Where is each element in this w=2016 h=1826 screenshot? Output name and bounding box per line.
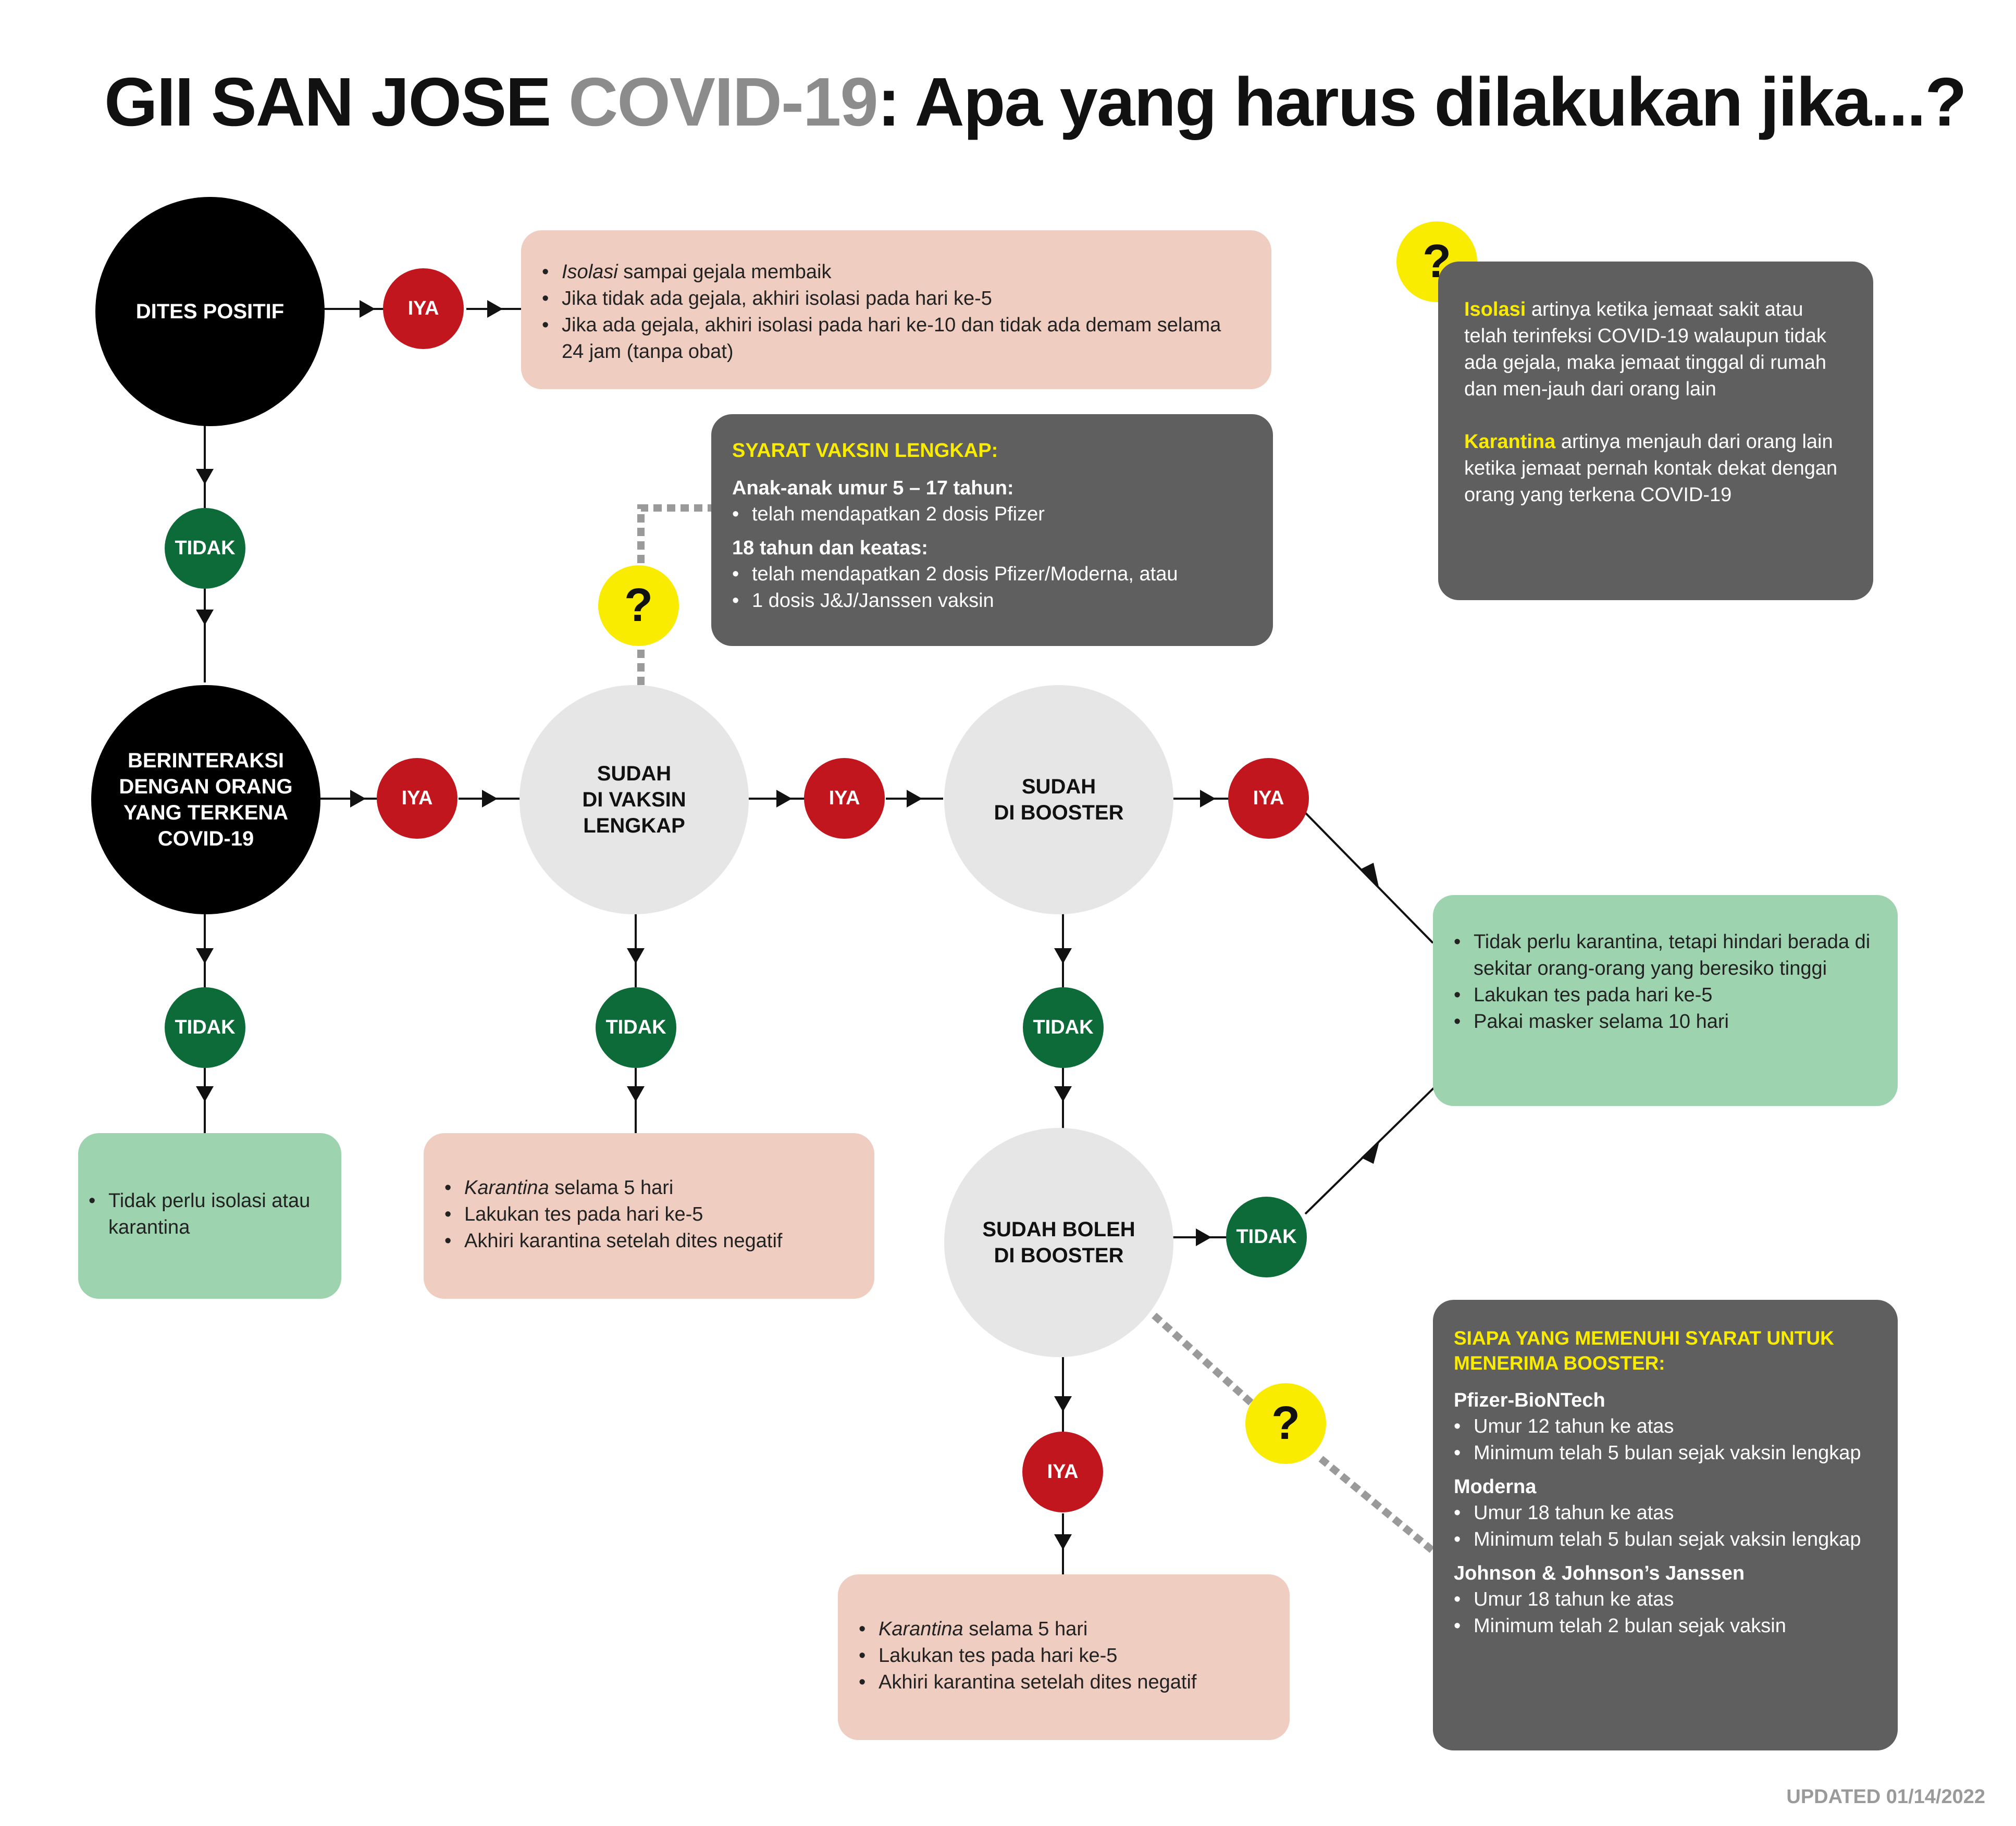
vaccine-group-list: telah mendapatkan 2 dosis Pfizer [732, 501, 1252, 528]
arrowhead [1196, 1228, 1211, 1246]
arrowhead [360, 300, 375, 318]
box-vaccine-requirements: SYARAT VAKSIN LENGKAP: Anak-anak umur 5 … [711, 414, 1273, 646]
title-part-1: GII SAN JOSE [104, 64, 568, 140]
no-badge: TIDAK [596, 987, 676, 1068]
no-isolation-list: Tidak perlu isolasi atau karantina [89, 1188, 320, 1241]
no-quarantine-list: Tidak perlu karantina, tetapi hindari be… [1454, 929, 1877, 1035]
arrowhead [196, 948, 214, 964]
no-badge: TIDAK [1226, 1197, 1307, 1277]
list-item: Akhiri karantina setelah dites negatif [859, 1669, 1274, 1696]
list-item: Tidak perlu karantina, tetapi hindari be… [1454, 929, 1877, 982]
no-badge: TIDAK [165, 508, 245, 589]
box-no-quarantine: Tidak perlu karantina, tetapi hindari be… [1433, 895, 1898, 1106]
list-item: Karantina selama 5 hari [859, 1616, 1274, 1643]
list-item: Minimum telah 5 bulan sejak vaksin lengk… [1454, 1526, 1882, 1553]
booster-group-list: Umur 12 tahun ke atas Minimum telah 5 bu… [1454, 1413, 1882, 1467]
yes-badge: IYA [1228, 758, 1309, 839]
node-boosted: SUDAH DI BOOSTER [944, 685, 1173, 914]
arrowhead [196, 1086, 214, 1102]
dotted-connector-booster-info-a [1152, 1312, 1261, 1412]
question-icon: ? [598, 565, 679, 646]
arrowhead [482, 790, 498, 808]
arrowhead [1361, 863, 1379, 887]
arrowhead [627, 1086, 645, 1102]
arrowhead [1054, 948, 1072, 964]
arrowhead [196, 469, 214, 485]
booster-group-list: Umur 18 tahun ke atas Minimum telah 2 bu… [1454, 1586, 1882, 1639]
list-item: Jika tidak ada gejala, akhiri isolasi pa… [542, 285, 1245, 312]
arrowhead [1054, 1396, 1072, 1412]
arrowhead [907, 790, 922, 808]
list-item: Umur 18 tahun ke atas [1454, 1586, 1882, 1613]
box-quarantine-unvaccinated: Karantina selama 5 hari Lakukan tes pada… [424, 1133, 874, 1299]
booster-group-list: Umur 18 tahun ke atas Minimum telah 5 bu… [1454, 1500, 1882, 1553]
list-item: Karantina selama 5 hari [444, 1175, 859, 1201]
title-part-3: : Apa yang harus dilakukan jika...? [877, 64, 1967, 140]
list-item: Isolasi sampai gejala membaik [542, 259, 1245, 285]
quarantine-definition: Karantina artinya menjauh dari orang lai… [1464, 431, 1838, 506]
box-definitions: Isolasi artinya ketika jemaat sakit atau… [1438, 262, 1873, 600]
list-item: Umur 12 tahun ke atas [1454, 1413, 1882, 1440]
page-title: GII SAN JOSE COVID-19: Apa yang harus di… [104, 63, 1967, 167]
list-item: Lakukan tes pada hari ke-5 [444, 1201, 859, 1228]
booster-eligibility-heading: SIAPA YANG MEMENUHI SYARAT UNTUK MENERIM… [1454, 1327, 1834, 1374]
booster-group-title: Johnson & Johnson’s Janssen [1454, 1562, 1745, 1584]
node-booster-eligible: SUDAH BOLEH DI BOOSTER [944, 1128, 1173, 1357]
box-positive-actions: Isolasi sampai gejala membaik Jika tidak… [521, 230, 1271, 389]
quarantine-unvaccinated-list: Karantina selama 5 hari Lakukan tes pada… [444, 1175, 859, 1254]
list-item: telah mendapatkan 2 dosis Pfizer [732, 501, 1252, 528]
no-badge: TIDAK [165, 987, 245, 1068]
box-quarantine-booster-eligible: Karantina selama 5 hari Lakukan tes pada… [838, 1574, 1290, 1740]
vaccine-group-title: 18 tahun dan keatas: [732, 537, 928, 559]
box-no-isolation: Tidak perlu isolasi atau karantina [78, 1133, 341, 1299]
list-item: Pakai masker selama 10 hari [1454, 1009, 1877, 1035]
list-item: Lakukan tes pada hari ke-5 [1454, 982, 1877, 1009]
arrowhead [1054, 1534, 1072, 1550]
arrowhead [196, 610, 214, 625]
positive-actions-list: Isolasi sampai gejala membaik Jika tidak… [542, 259, 1245, 365]
arrowhead [350, 790, 366, 808]
title-part-2: COVID-19 [568, 64, 879, 140]
booster-group-title: Moderna [1454, 1476, 1537, 1498]
yes-badge: IYA [804, 758, 885, 839]
vaccine-requirements-heading: SYARAT VAKSIN LENGKAP: [732, 440, 998, 462]
no-badge: TIDAK [1023, 987, 1104, 1068]
vaccine-group-list: telah mendapatkan 2 dosis Pfizer/Moderna… [732, 561, 1252, 614]
booster-group-title: Pfizer-BioNTech [1454, 1389, 1605, 1411]
list-item: Umur 18 tahun ke atas [1454, 1500, 1882, 1526]
yes-badge: IYA [1022, 1432, 1103, 1512]
connector-yes-to-no-quarantine-box [1304, 812, 1434, 944]
dotted-connector-booster-info-b [1318, 1456, 1441, 1558]
list-item: Tidak perlu isolasi atau karantina [89, 1188, 320, 1241]
updated-date: UPDATED 01/14/2022 [1786, 1786, 1985, 1808]
quarantine-eligible-list: Karantina selama 5 hari Lakukan tes pada… [859, 1616, 1274, 1696]
list-item: Akhiri karantina setelah dites negatif [444, 1228, 859, 1254]
list-item: 1 dosis J&J/Janssen vaksin [732, 588, 1252, 614]
vaccine-group-title: Anak-anak umur 5 – 17 tahun: [732, 477, 1014, 499]
node-fully-vaccinated: SUDAH DI VAKSIN LENGKAP [520, 685, 749, 914]
list-item: Jika ada gejala, akhiri isolasi pada har… [542, 312, 1245, 365]
list-item: Minimum telah 2 bulan sejak vaksin [1454, 1613, 1882, 1639]
list-item: Lakukan tes pada hari ke-5 [859, 1643, 1274, 1669]
node-exposed: BERINTERAKSI DENGAN ORANG YANG TERKENA C… [91, 685, 320, 914]
arrowhead [627, 948, 645, 964]
isolation-definition: Isolasi artinya ketika jemaat sakit atau… [1464, 299, 1826, 400]
arrowhead [1361, 1140, 1380, 1164]
yes-badge: IYA [383, 268, 464, 349]
yes-badge: IYA [377, 758, 457, 839]
box-booster-eligibility: SIAPA YANG MEMENUHI SYARAT UNTUK MENERIM… [1433, 1300, 1898, 1750]
arrowhead [487, 300, 503, 318]
arrowhead [776, 790, 792, 808]
arrowhead [1054, 1086, 1072, 1102]
list-item: telah mendapatkan 2 dosis Pfizer/Moderna… [732, 561, 1252, 588]
arrowhead [1200, 790, 1216, 808]
node-tested-positive: DITES POSITIF [95, 197, 325, 426]
list-item: Minimum telah 5 bulan sejak vaksin lengk… [1454, 1440, 1882, 1467]
question-icon: ? [1245, 1383, 1326, 1464]
